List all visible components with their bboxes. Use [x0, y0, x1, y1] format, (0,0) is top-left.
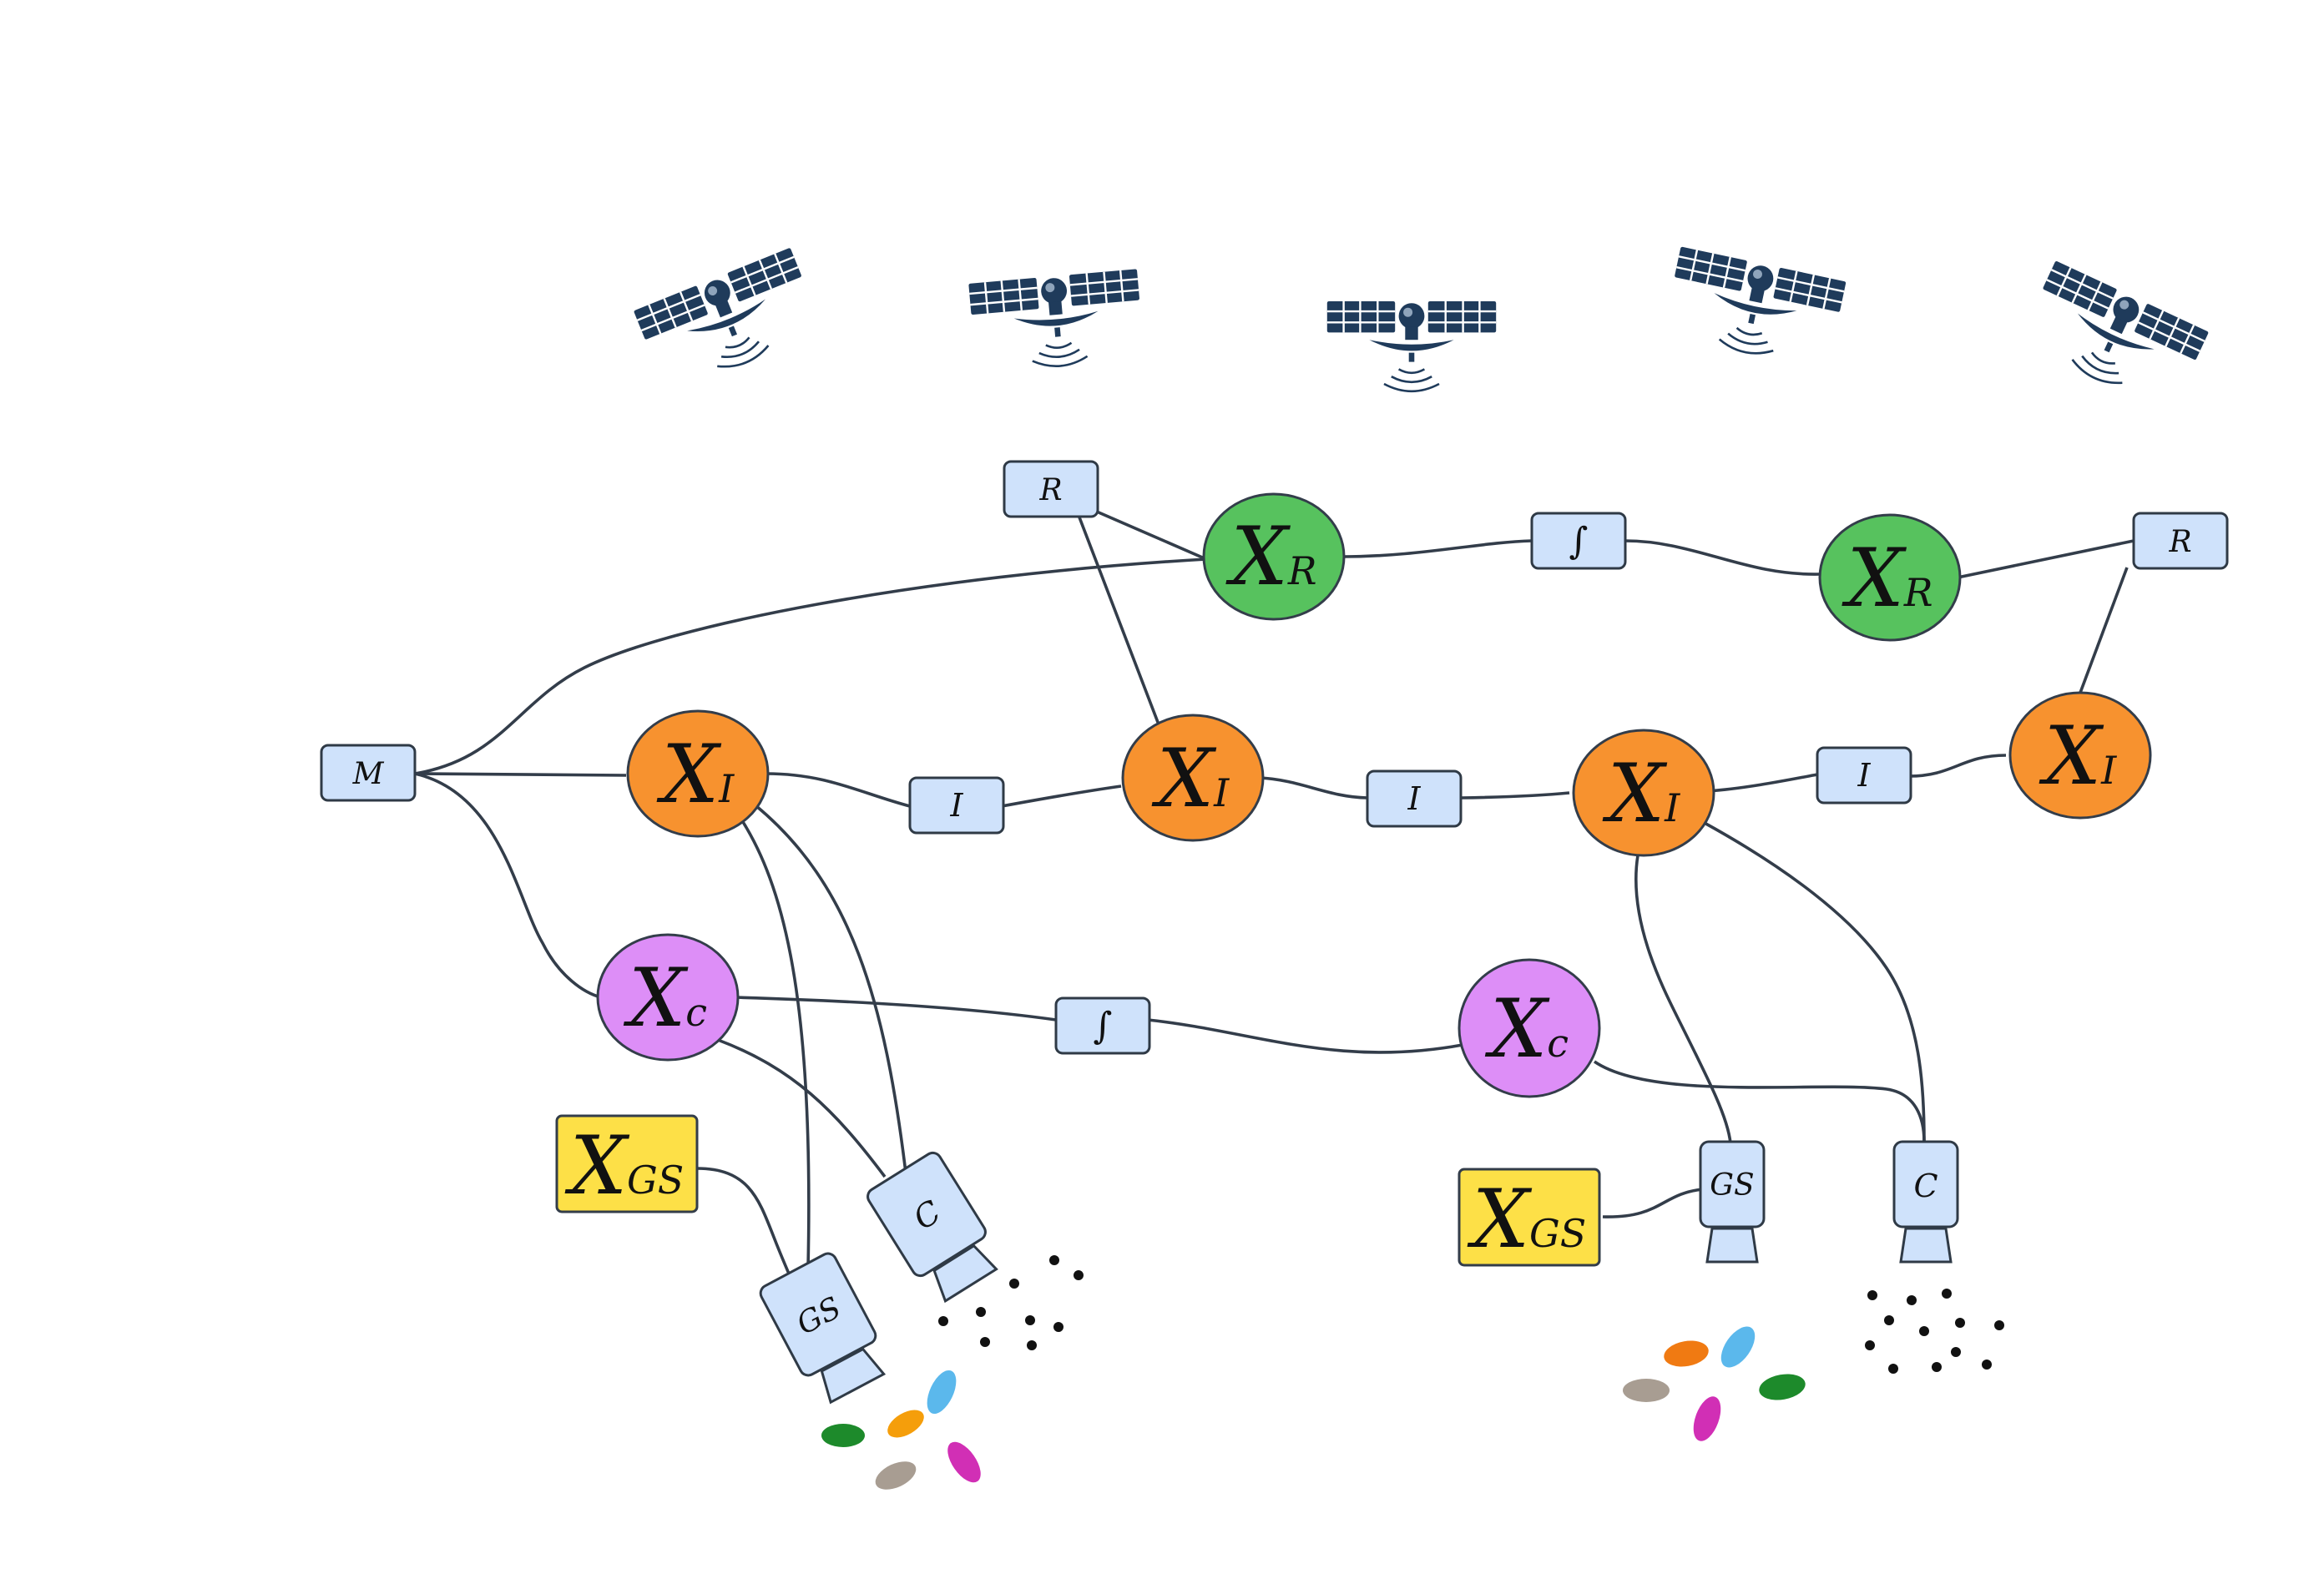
svg-text:Xc: Xc — [623, 951, 707, 1045]
satellite-icon — [1326, 300, 1498, 393]
camera-icon: GS — [759, 1252, 887, 1405]
svg-text:∫: ∫ — [1094, 1005, 1113, 1047]
factor-integral: ∫ — [1530, 512, 1627, 570]
node-XI: XI — [1572, 729, 1715, 857]
factor-integral: ∫ — [1054, 996, 1151, 1055]
factor-I: I — [1366, 769, 1463, 828]
svg-text:XI: XI — [656, 728, 735, 821]
svg-text:Xc: Xc — [1484, 982, 1569, 1076]
svg-text:I: I — [1407, 780, 1421, 817]
svg-text:XI: XI — [1151, 732, 1230, 825]
svg-text:GS: GS — [1710, 1168, 1754, 1203]
svg-text:∫: ∫ — [1569, 520, 1589, 563]
svg-text:I: I — [949, 787, 963, 824]
svg-text:XI: XI — [2039, 709, 2117, 803]
satellite-icon — [632, 246, 826, 396]
node-XR: XR — [1818, 513, 1962, 642]
satellite-icon — [1660, 245, 1847, 371]
node-Xc: Xc — [596, 933, 740, 1062]
node-XR: XR — [1202, 492, 1346, 621]
node-XI: XI — [626, 709, 770, 838]
node-XGS: XGS — [1458, 1168, 1601, 1267]
graph-edges — [414, 505, 2135, 1319]
satellite-icon — [967, 267, 1146, 375]
svg-text:C: C — [1913, 1168, 1938, 1204]
camera-icon: GS — [1699, 1140, 1766, 1264]
svg-text:R: R — [2168, 525, 2191, 559]
svg-text:I: I — [1857, 757, 1871, 794]
star-blobs-icon — [821, 1370, 981, 1490]
node-XGS: XGS — [555, 1114, 699, 1213]
svg-text:R: R — [1038, 473, 1062, 507]
satellite-icon — [2016, 259, 2210, 415]
node-XI: XI — [1121, 714, 1265, 842]
landmark-dots-icon — [1865, 1289, 2004, 1374]
factor-M: M — [320, 744, 417, 802]
landmark-dots-icon — [938, 1255, 1084, 1350]
star-blobs-icon — [1623, 1326, 1806, 1441]
svg-text:XI: XI — [1602, 747, 1680, 840]
svg-text:XR: XR — [1842, 532, 1933, 625]
svg-text:XR: XR — [1225, 510, 1317, 603]
svg-text:M: M — [352, 757, 385, 791]
svg-text:XGS: XGS — [1467, 1173, 1587, 1266]
factor-I: I — [1816, 746, 1912, 805]
camera-icon: C — [1892, 1140, 1959, 1264]
svg-text:XGS: XGS — [564, 1119, 685, 1213]
factor-I: I — [908, 776, 1005, 835]
node-XI: XI — [2008, 691, 2152, 820]
camera-icon: C — [866, 1151, 998, 1304]
factor-R: R — [2132, 512, 2229, 570]
factor-R: R — [1003, 460, 1099, 518]
node-Xc: Xc — [1458, 958, 1601, 1098]
